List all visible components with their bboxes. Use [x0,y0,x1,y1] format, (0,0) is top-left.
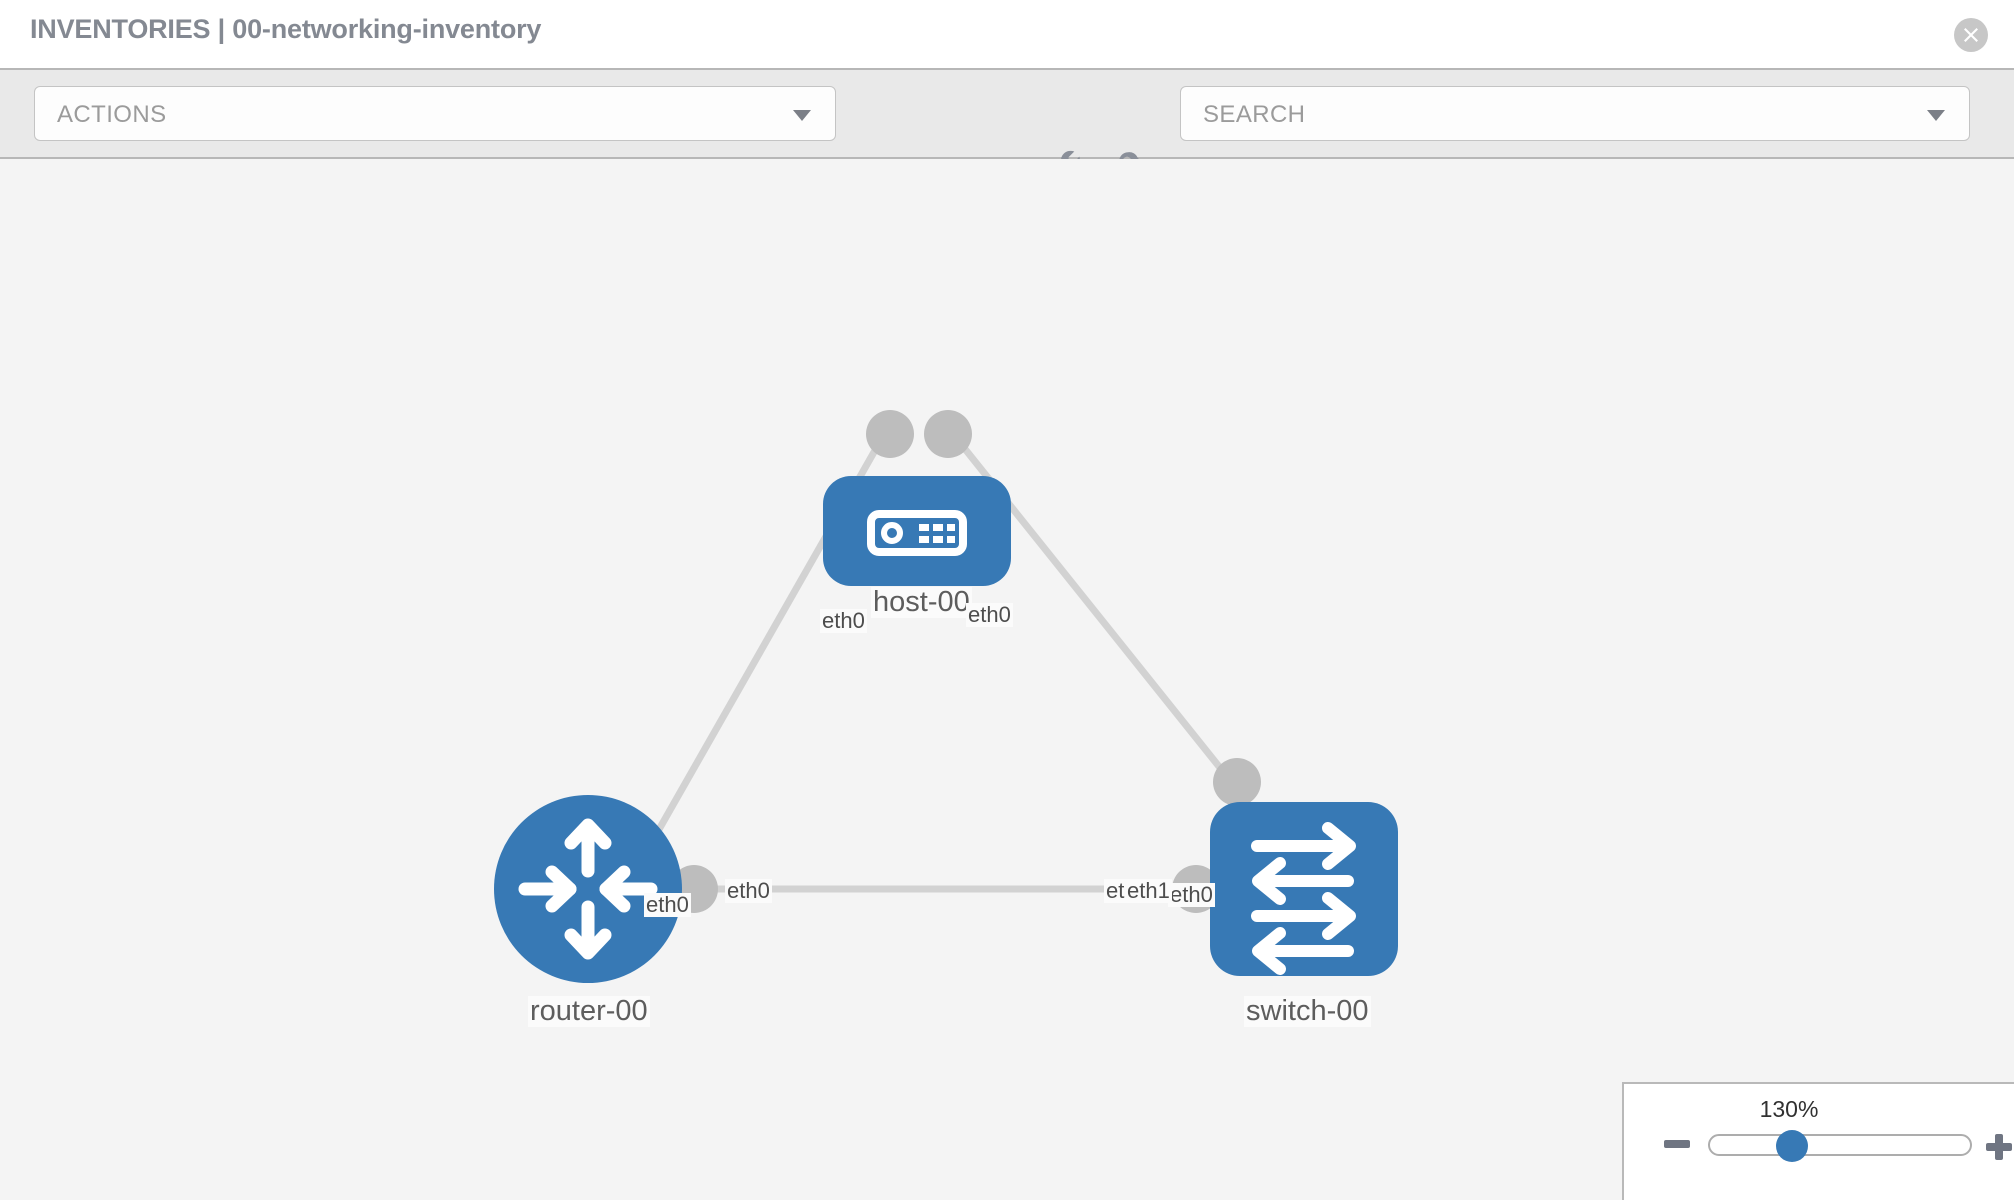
zoom-out-button[interactable] [1664,1140,1690,1148]
node-label-host-00: host-00 [871,586,972,619]
node-label-switch-00: switch-00 [1244,995,1371,1028]
topology-graph [494,410,1398,983]
zoom-slider-track[interactable] [1708,1134,1972,1156]
node-host-00-shape [823,476,1011,586]
page-title: INVENTORIES | 00-networking-inventory [30,14,542,44]
actions-dropdown[interactable]: ACTIONS [34,86,836,141]
port-switch-top [1213,758,1261,806]
zoom-slider-thumb[interactable] [1776,1130,1808,1162]
server-icon [867,510,967,556]
switch-arrows-icon [1251,822,1356,975]
actions-dropdown-label: ACTIONS [57,101,167,128]
node-router-00 [494,795,682,983]
toolbar: ACTIONS SEARCH [0,68,2014,183]
iface-label-host-right: eth0 [966,602,1013,627]
topology-canvas[interactable]: host-00 router-00 switch-00 eth0 eth0 et… [0,159,2014,1200]
node-label-router-00: router-00 [528,995,650,1028]
node-host-00 [823,476,1011,586]
close-icon[interactable] [1954,18,1988,52]
router-arrows-icon [518,818,658,960]
port-host-right [924,410,972,458]
node-switch-00 [1210,802,1398,976]
port-host-left [866,410,914,458]
iface-label-router-right: eth0 [725,878,772,903]
search-input[interactable]: SEARCH [1180,86,1970,141]
zoom-level-label: 130% [1759,1096,1819,1122]
iface-label-host-left: eth0 [820,608,867,633]
search-placeholder: SEARCH [1203,101,1306,128]
iface-label-router-uplink: eth0 [644,892,691,917]
node-router-00-shape [494,795,682,983]
iface-label-switch-uplink: eth0 [1168,882,1215,907]
page-header: INVENTORIES | 00-networking-inventory [0,0,2014,68]
iface-label-switch-left-b: eth1 [1125,878,1172,903]
chevron-down-icon[interactable] [1927,110,1945,121]
zoom-control-panel: 130% [1622,1082,2014,1200]
chevron-down-icon [793,110,811,121]
zoom-in-button[interactable] [1986,1134,2012,1160]
